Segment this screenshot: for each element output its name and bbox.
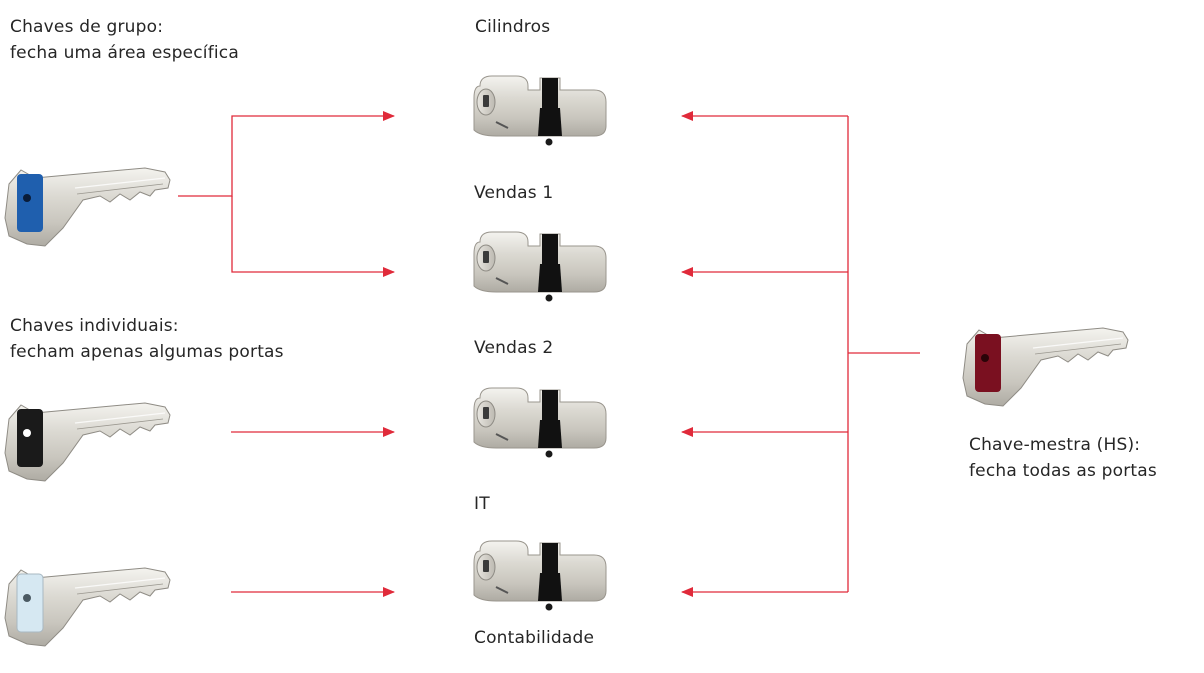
individual-key-icon bbox=[4, 402, 171, 482]
individual-keys-label: Chaves individuais: fecham apenas alguma… bbox=[10, 313, 284, 365]
master-key-title: Chave-mestra (HS): bbox=[969, 435, 1141, 455]
individual-key-arrows bbox=[231, 427, 395, 597]
group-keys-label: Chaves de grupo: fecha uma área específi… bbox=[10, 14, 239, 66]
cylinder-label-vendas-1: Vendas 1 bbox=[474, 183, 554, 203]
cylinder-icon-vendas-1 bbox=[473, 75, 607, 147]
cylinder-label-vendas-2: Vendas 2 bbox=[474, 338, 554, 358]
cylinder-icon-it bbox=[473, 387, 607, 459]
master-key-label: Chave-mestra (HS): fecha todas as portas bbox=[969, 432, 1157, 484]
cylinder-label-it: IT bbox=[474, 494, 490, 514]
group-key-icon bbox=[4, 167, 171, 247]
cylinders-title: Cilindros bbox=[475, 17, 551, 37]
master-key-icon bbox=[962, 327, 1129, 407]
cylinder-icon-vendas-2 bbox=[473, 231, 607, 303]
master-key-connector bbox=[681, 111, 920, 597]
individual-keys-description: fecham apenas algumas portas bbox=[10, 342, 284, 362]
group-keys-description: fecha uma área específica bbox=[10, 43, 239, 63]
cylinder-label-contabilidade: Contabilidade bbox=[474, 628, 595, 648]
cylinder-icon-contabilidade bbox=[473, 540, 607, 612]
group-keys-title: Chaves de grupo: bbox=[10, 17, 164, 37]
individual-key-icon-secondary bbox=[4, 567, 171, 647]
individual-keys-title: Chaves individuais: bbox=[10, 316, 179, 336]
master-key-description: fecha todas as portas bbox=[969, 461, 1157, 481]
group-key-connector bbox=[178, 111, 395, 277]
